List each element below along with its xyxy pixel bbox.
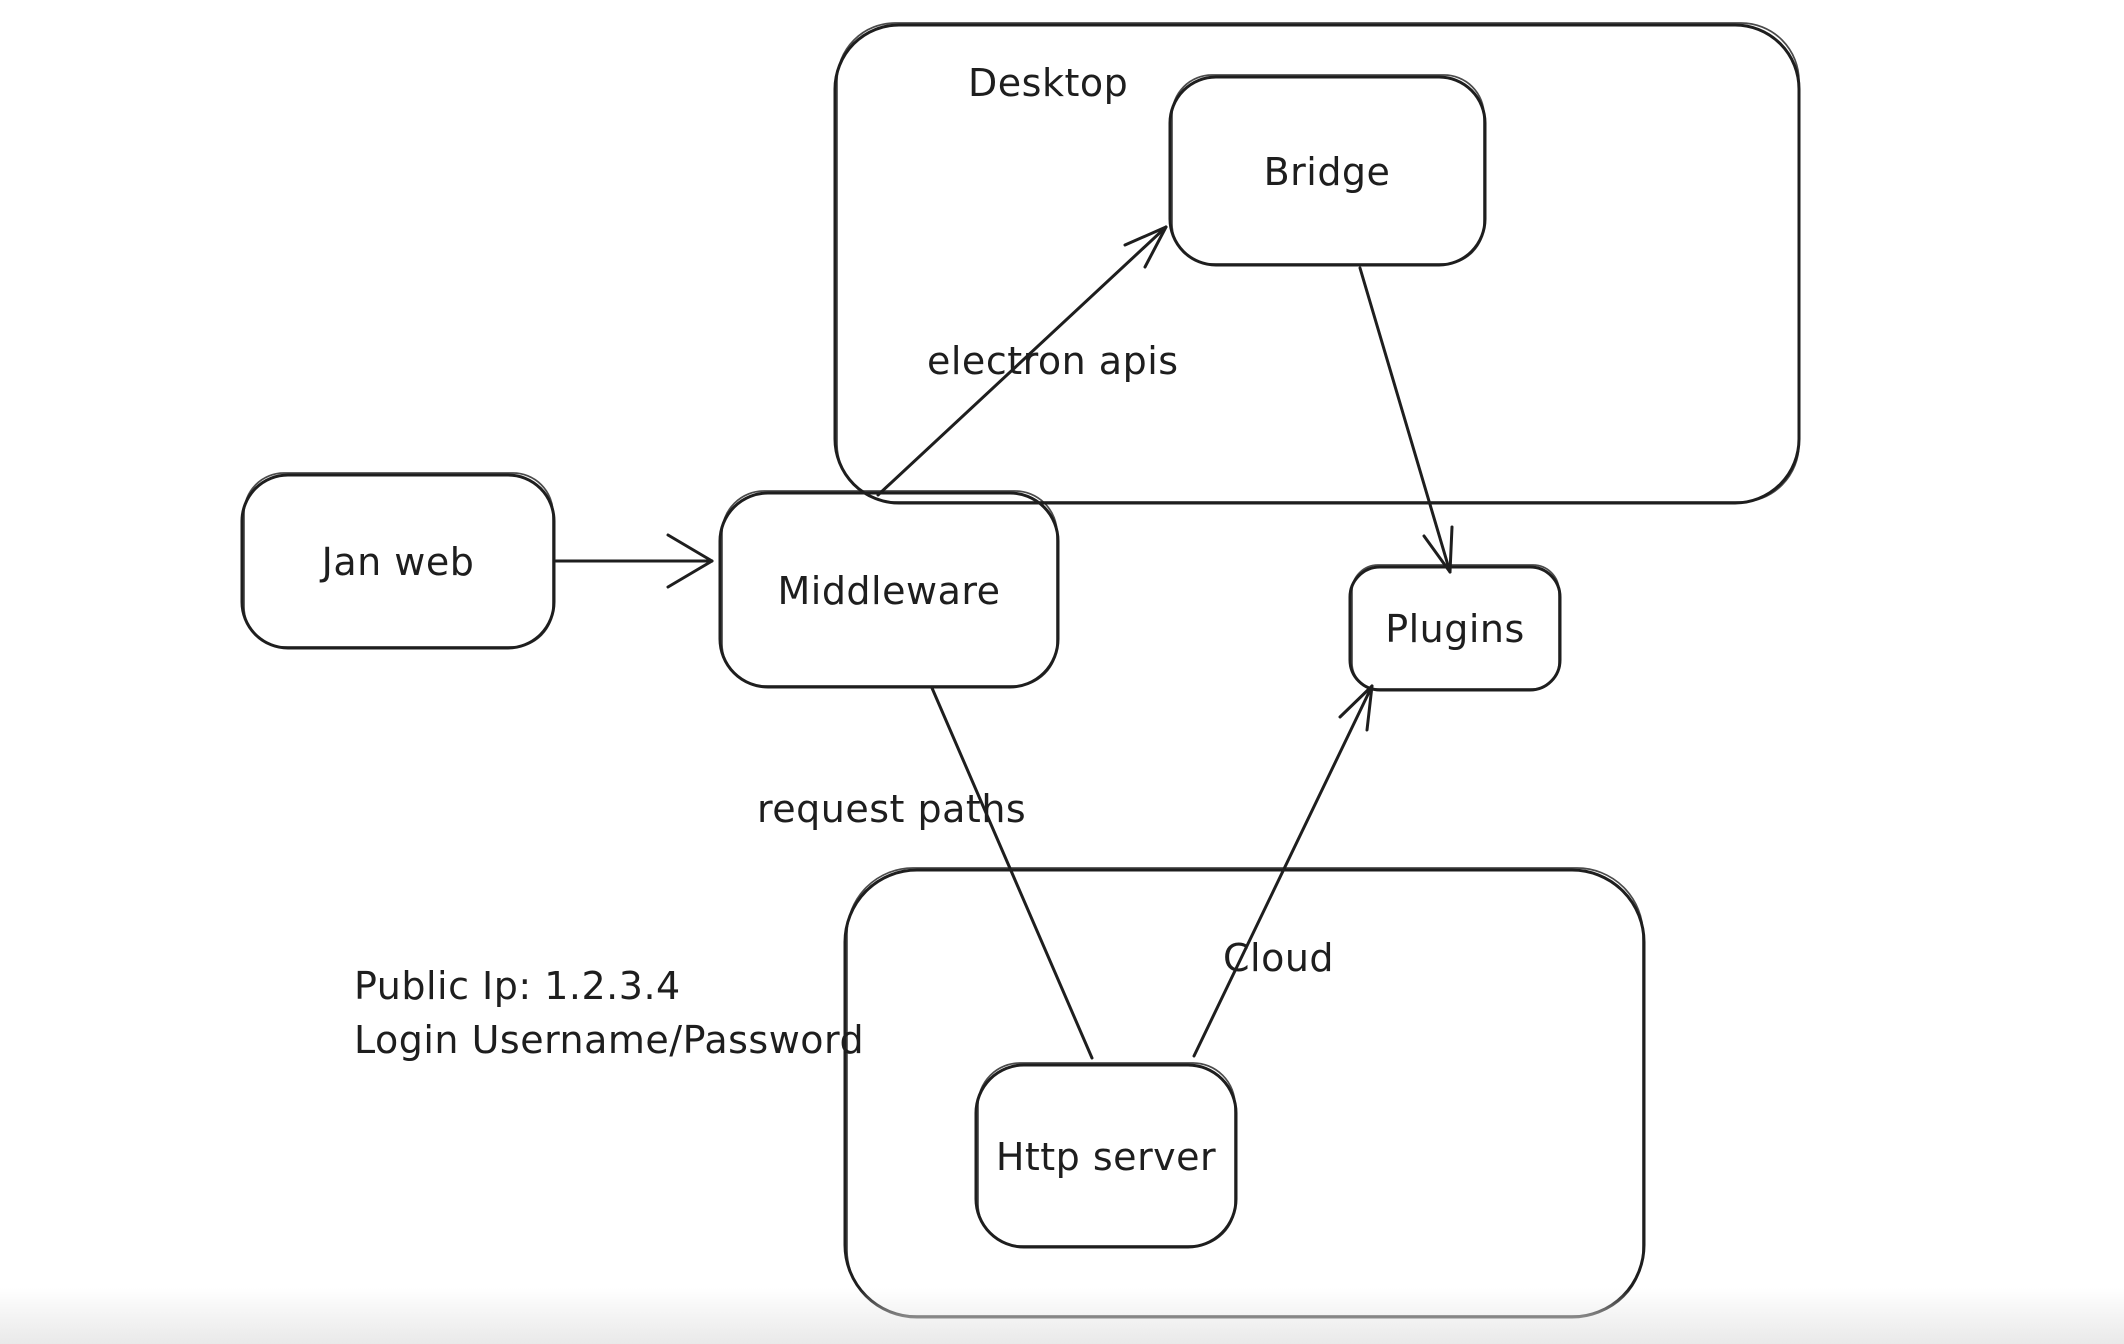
annotation-public-ip: Public Ip: 1.2.3.4 (354, 964, 681, 1008)
edge-label-electron-apis: electron apis (927, 339, 1179, 383)
bridge-node-label: Bridge (1264, 150, 1391, 194)
jan-web-node-label: Jan web (320, 540, 475, 584)
edge-middleware-to-http-server (930, 686, 1094, 1060)
middleware-node-label: Middleware (777, 569, 1000, 613)
edge-middleware-to-bridge (876, 225, 1168, 497)
edge-label-request-paths: request paths (757, 787, 1026, 831)
plugins-node-label: Plugins (1385, 607, 1525, 651)
http-server-node-box (974, 1062, 1238, 1249)
plugins-node-box (1348, 564, 1562, 692)
desktop-container-label: Desktop (968, 61, 1128, 105)
edge-jan-web-to-middleware (554, 533, 714, 589)
desktop-container-box (833, 22, 1801, 505)
annotation-login: Login Username/Password (354, 1018, 864, 1062)
bridge-node-box (1168, 74, 1487, 267)
edge-http-server-to-plugins (1192, 684, 1374, 1058)
edge-bridge-to-plugins (1358, 266, 1454, 574)
jan-web-node-box (240, 472, 556, 650)
http-server-node-label: Http server (996, 1135, 1216, 1179)
middleware-node-box (718, 490, 1060, 689)
